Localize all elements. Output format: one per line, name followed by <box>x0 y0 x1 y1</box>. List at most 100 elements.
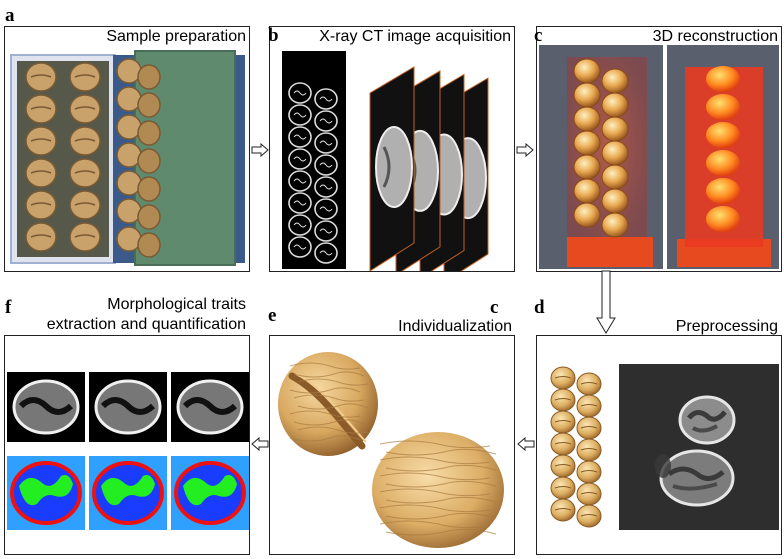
walnut <box>550 454 576 478</box>
ct-ring-kernel <box>319 228 333 234</box>
wrinkle <box>379 504 491 513</box>
render-walnut <box>601 164 629 190</box>
render-left-base <box>567 237 653 267</box>
wrinkle <box>297 426 369 434</box>
walnut-seam <box>554 508 572 511</box>
ct-ring <box>288 192 312 214</box>
walnut-seam <box>580 404 598 407</box>
ct-ring-kernel <box>319 206 333 212</box>
walnut <box>69 158 101 188</box>
ct-ring-kernel <box>319 184 333 190</box>
wrinkle <box>379 520 491 529</box>
panel-individualization <box>269 335 515 555</box>
walnut-seam <box>554 376 572 379</box>
seg-kernel <box>19 475 73 506</box>
render-hot-walnut <box>706 206 740 232</box>
tray-bed <box>17 61 109 257</box>
walnut-seam <box>580 514 598 517</box>
wrinkle <box>385 480 497 488</box>
ct-ring <box>314 198 338 220</box>
walnut-seam <box>580 382 598 385</box>
wrinkle <box>379 488 491 497</box>
hollow-arrow-icon <box>596 270 616 334</box>
render-hot-walnut <box>706 94 740 120</box>
wrinkle <box>289 410 361 418</box>
panel-preprocessing <box>536 335 782 555</box>
hollow-arrow-icon <box>251 437 269 451</box>
ct-ring-kernel <box>293 90 307 96</box>
walnut <box>116 170 142 196</box>
walnut-seam <box>30 234 52 238</box>
walnut-seam <box>74 106 96 110</box>
ct-ring-kernel <box>319 140 333 146</box>
ct-slice-section <box>375 126 413 208</box>
ct-ring-kernel <box>319 250 333 256</box>
walnut-seam <box>580 448 598 451</box>
ct-walnut-bottom <box>659 449 735 507</box>
ct-ring-kernel <box>319 118 333 124</box>
walnut <box>69 126 101 156</box>
panel-b-title: X-ray CT image acquisition <box>319 28 511 45</box>
render-hot-walnut <box>706 150 740 176</box>
wrinkle <box>293 394 365 402</box>
ct-ring <box>288 126 312 148</box>
wrinkle <box>385 448 497 456</box>
render-walnut <box>573 154 601 180</box>
walnut <box>550 476 576 500</box>
render-left-walnuts <box>567 57 647 238</box>
walnut <box>576 482 602 506</box>
panel-ct-acquisition <box>269 26 515 272</box>
ct-ring <box>314 88 338 110</box>
ct-ring <box>314 132 338 154</box>
walnut-seam <box>74 138 96 142</box>
ct-ring-kernel <box>293 178 307 184</box>
walnut <box>116 198 142 224</box>
render-walnut <box>601 116 629 142</box>
wrinkle <box>297 378 369 386</box>
ct-ring <box>288 236 312 258</box>
walnut-seam <box>30 138 52 142</box>
hollow-arrow-icon <box>517 437 535 451</box>
wrinkle <box>379 440 491 449</box>
walnut-seam <box>554 486 572 489</box>
panel-e-letter: e <box>268 305 277 326</box>
render-walnut <box>601 92 629 118</box>
segmented-slices <box>7 456 249 530</box>
tray-walnuts <box>25 62 101 252</box>
walnut-seam <box>554 464 572 467</box>
ct-ring <box>314 110 338 132</box>
ct-slices-grayscale <box>7 372 249 442</box>
wrinkle <box>297 403 369 410</box>
walnut-render-1 <box>278 352 378 456</box>
ct-ring <box>288 104 312 126</box>
ct-ring-kernel <box>293 156 307 162</box>
3d-reconstruction-image <box>539 45 779 269</box>
ct-ring-kernel <box>293 244 307 250</box>
walnut <box>576 438 602 462</box>
walnut <box>576 504 602 528</box>
panel-morphological-traits <box>4 335 250 555</box>
seg-kernel <box>101 475 155 506</box>
ct-walnut-top <box>678 395 736 445</box>
walnut <box>25 62 57 92</box>
ct-ring <box>288 170 312 192</box>
walnut <box>69 222 101 252</box>
wrinkle <box>385 512 497 520</box>
panel-a-letter: a <box>5 5 15 26</box>
walnut-seam <box>554 420 572 423</box>
walnut-seam <box>30 106 52 110</box>
render-right-walnuts <box>706 66 740 232</box>
walnut <box>69 190 101 220</box>
walnut-seam <box>30 202 52 206</box>
ct-slice-stack <box>369 66 489 271</box>
walnut <box>116 142 142 168</box>
ct-ring <box>288 82 312 104</box>
panel-b-letter: b <box>268 25 279 46</box>
ct-ring <box>314 220 338 242</box>
walnut-seam <box>554 398 572 401</box>
render-walnut <box>601 212 629 238</box>
walnut <box>550 366 576 390</box>
ct-ring <box>288 214 312 236</box>
foam-walnuts <box>116 58 161 258</box>
walnut-seam <box>554 442 572 445</box>
